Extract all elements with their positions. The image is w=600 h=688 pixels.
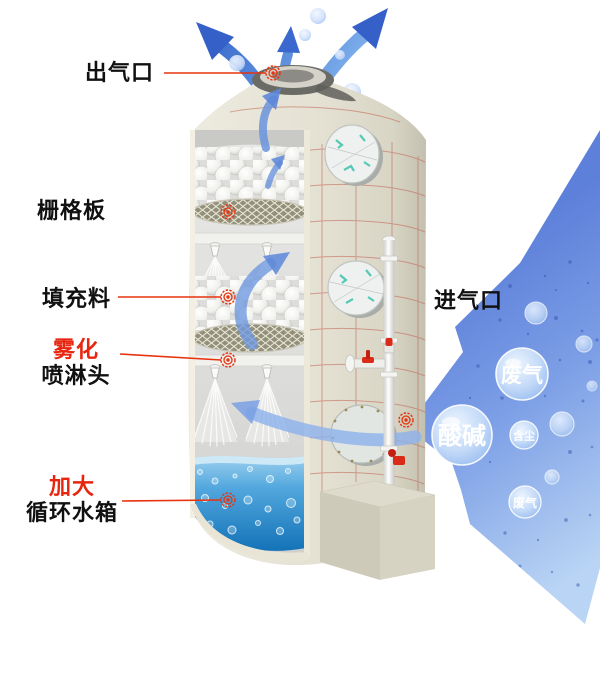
tank-label-line1: 加大 <box>48 474 95 499</box>
tower-cutaway <box>190 88 310 561</box>
cut-edge-left <box>190 130 195 518</box>
internal-flow-arrows <box>234 88 290 350</box>
valve-upper <box>383 338 395 354</box>
circulation-water <box>193 456 306 551</box>
branch-pipe <box>345 350 386 373</box>
water-bubbles <box>197 466 301 535</box>
inlet-flow-arrow <box>231 400 422 447</box>
tank-bottom-rim <box>190 504 308 561</box>
atomizer-label-line1: 雾化 <box>52 337 99 362</box>
cut-edge-right <box>304 130 310 556</box>
circulation-tank-label: 加大 循环水箱 <box>20 474 124 526</box>
circulation-pipe <box>345 235 405 488</box>
outlet-label: 出气口 <box>85 60 155 85</box>
callout-line-tank <box>121 499 222 502</box>
waste-gas-bubble: 废气 <box>495 347 549 401</box>
manhole-flange-top <box>324 124 383 186</box>
waste-gas-bubble-label: 废气 <box>501 363 543 387</box>
dust-speckles <box>468 260 599 602</box>
grid-plate-label: 栅格板 <box>37 198 107 223</box>
grid-plate-1 <box>192 198 308 226</box>
callout-annotations <box>118 72 266 502</box>
dust-bubble-label: 含尘 <box>512 429 535 443</box>
inlet-label: 进气口 <box>434 288 504 313</box>
tank-label-line2: 循环水箱 <box>25 500 118 525</box>
acid-alkali-bubble: 酸碱 <box>431 404 493 466</box>
atomizer-label-line2: 喷淋头 <box>41 363 111 388</box>
acid-alkali-bubble-label: 酸碱 <box>438 423 486 450</box>
gas-bubbles-plain <box>524 301 598 485</box>
pump-box <box>319 480 436 580</box>
atomizer-spray-label: 雾化 喷淋头 <box>28 337 124 389</box>
inlet-gas-arrow: 废气 酸碱 含尘 废气 <box>407 130 600 624</box>
waste-gas-bubble-small: 废气 <box>508 485 542 519</box>
valve-lower <box>388 449 405 465</box>
packing-label: 填充料 <box>42 286 112 311</box>
dust-bubble: 含尘 <box>509 420 539 450</box>
callout-line-spray <box>119 353 222 361</box>
waste-gas-small-label: 废气 <box>513 495 537 510</box>
packing-layer-1 <box>195 147 305 206</box>
